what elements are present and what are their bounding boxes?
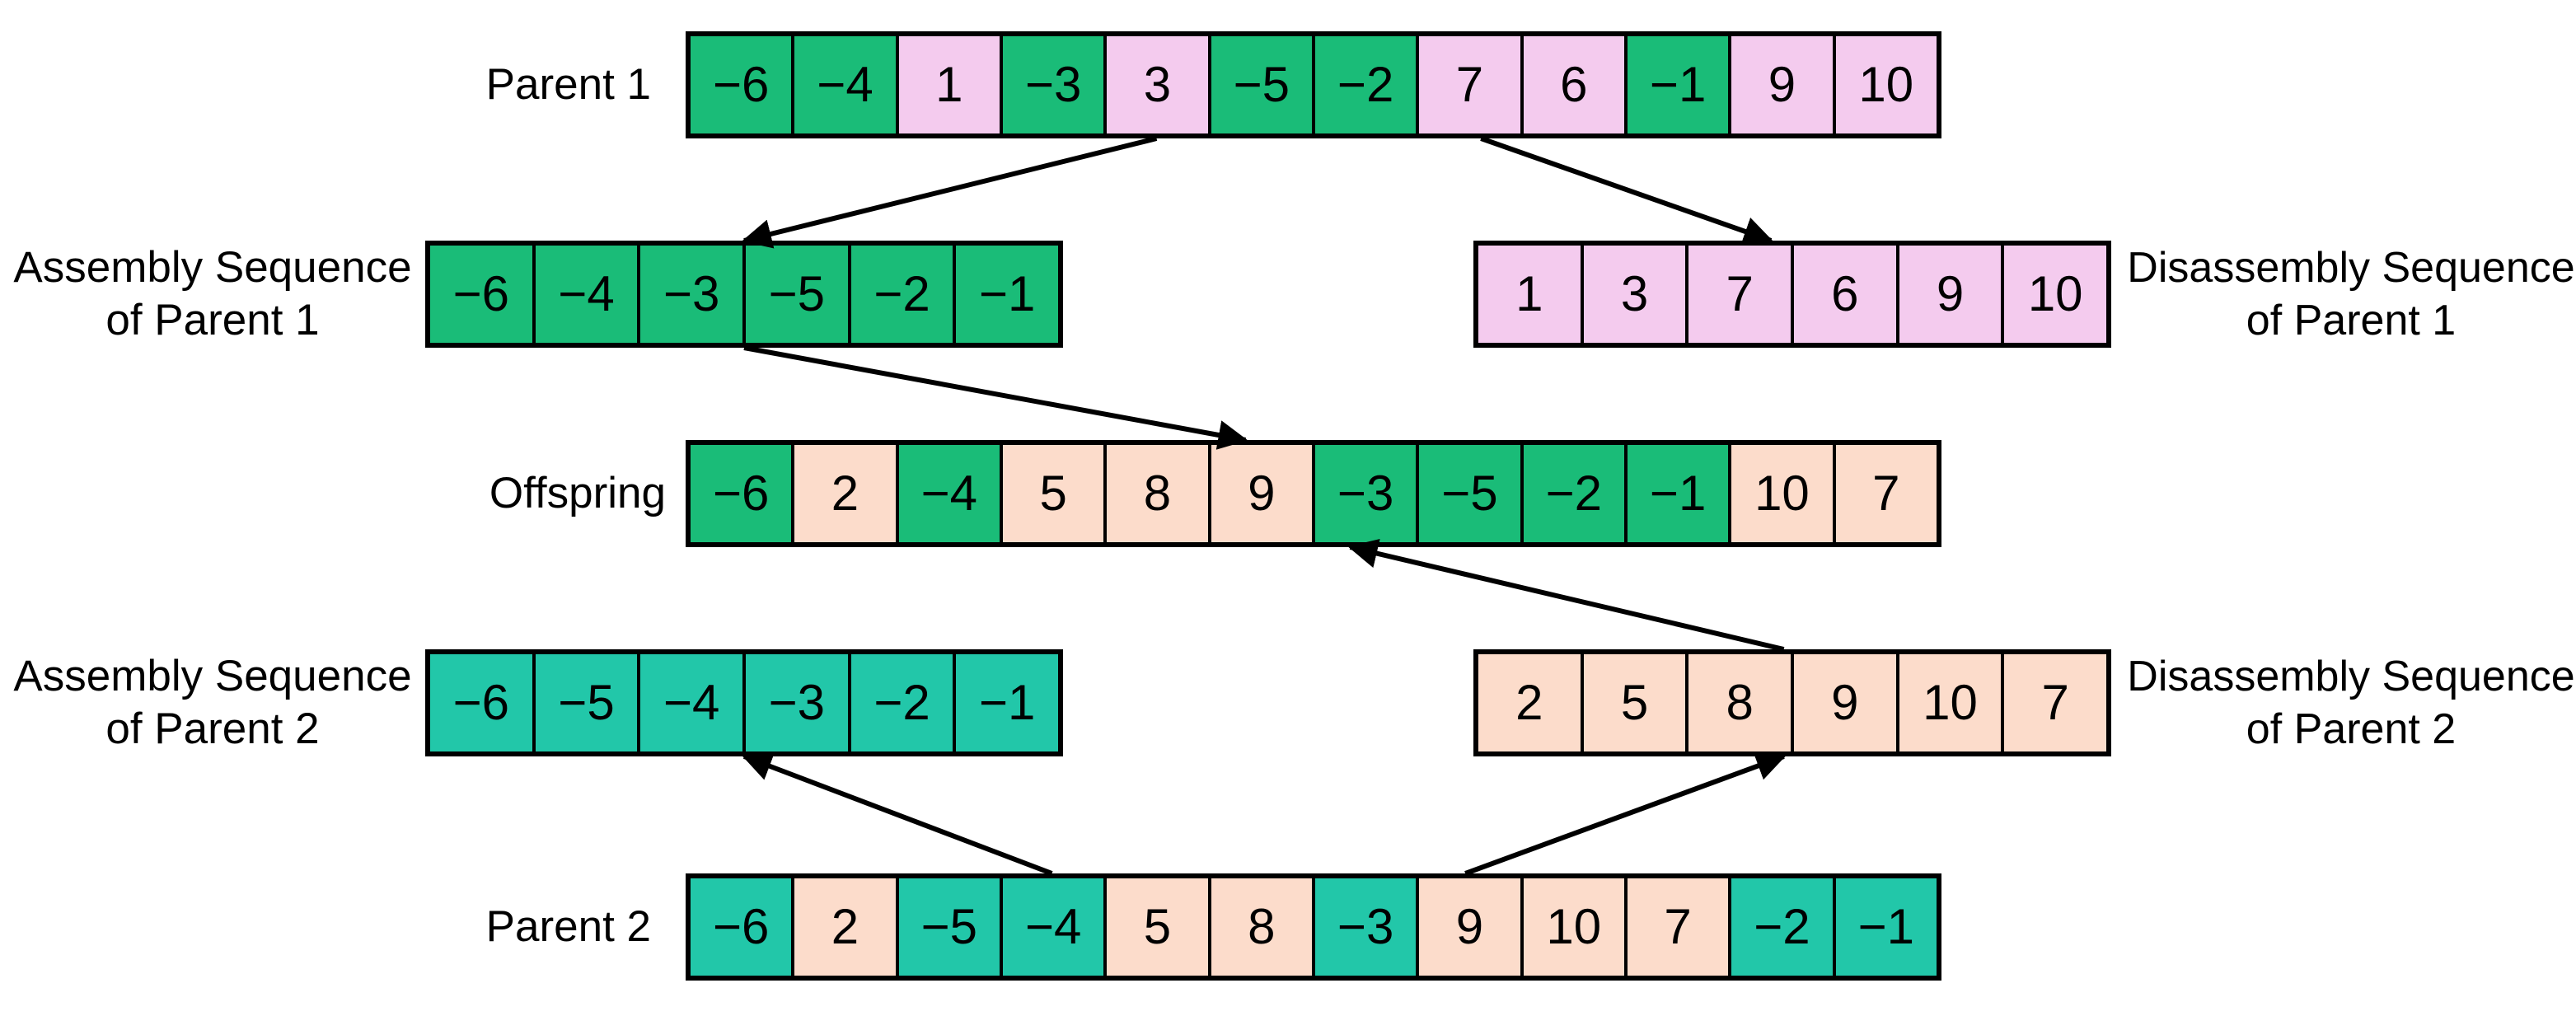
sequence-cell-parent1-5: −5 [1211,36,1315,133]
sequence-cell-parent2-7: 9 [1419,878,1524,976]
sequence-cell-parent2-6: −3 [1314,878,1420,976]
sequence-cell-assembly2-4: −2 [850,654,957,751]
sequence-cell-offspring-3: 5 [1002,445,1108,542]
sequence-cell-parent1-9: −1 [1627,36,1732,133]
sequence-cell-parent2-10: −2 [1731,878,1836,976]
sequence-cell-assembly2-3: −3 [746,654,851,751]
sequence-cell-parent1-8: 6 [1523,36,1628,133]
sequence-cell-assembly2-0: −6 [430,654,536,751]
sequence-cell-offspring-4: 8 [1107,445,1211,542]
sequence-cell-disassembly1-5: 10 [2004,246,2107,343]
sequence-cell-offspring-9: −1 [1627,445,1732,542]
label-parent1: Parent 1 [485,60,651,109]
label-offspring: Offspring [489,469,666,517]
sequence-cell-assembly1-5: −1 [956,246,1059,343]
sequence-cell-offspring-7: −5 [1419,445,1524,542]
sequence-cell-disassembly2-2: 8 [1688,654,1795,751]
sequence-cell-offspring-11: 7 [1835,445,1937,542]
sequence-cell-disassembly1-3: 6 [1794,246,1899,343]
sequence-cell-offspring-1: 2 [794,445,899,542]
sequence-cell-parent1-6: −2 [1314,36,1420,133]
sequence-cell-parent1-0: −6 [691,36,795,133]
sequence-cell-offspring-2: −4 [898,445,1003,542]
sequence-cell-parent2-8: 10 [1523,878,1628,976]
sequence-cell-parent2-3: −4 [1002,878,1108,976]
sequence-cell-parent1-3: −3 [1002,36,1108,133]
sequence-cell-disassembly2-5: 7 [2004,654,2107,751]
sequence-cell-offspring-0: −6 [691,445,795,542]
sequence-cell-offspring-5: 9 [1211,445,1315,542]
sequence-row-assembly-parent1: −6−4−3−5−2−1 [425,241,1063,348]
sequence-cell-parent2-0: −6 [691,878,795,976]
arrow-parent2-to-assembly2 [742,751,1053,876]
sequence-cell-parent1-1: −4 [794,36,899,133]
sequence-cell-assembly1-0: −6 [430,246,536,343]
sequence-cell-offspring-10: 10 [1731,445,1836,542]
sequence-cell-parent2-4: 5 [1107,878,1211,976]
sequence-cell-parent1-10: 9 [1731,36,1836,133]
sequence-cell-parent1-4: 3 [1107,36,1211,133]
sequence-cell-parent1-2: 1 [898,36,1003,133]
sequence-cell-parent2-9: 7 [1627,878,1732,976]
sequence-cell-parent2-5: 8 [1211,878,1315,976]
arrow-disassembly2-to-offspring [1347,539,1785,652]
sequence-cell-parent2-2: −5 [898,878,1003,976]
sequence-cell-parent2-1: 2 [794,878,899,976]
sequence-cell-disassembly1-0: 1 [1478,246,1584,343]
sequence-cell-disassembly2-4: 10 [1899,654,2005,751]
label-parent2: Parent 2 [485,902,651,951]
sequence-cell-disassembly2-1: 5 [1583,654,1689,751]
sequence-cell-parent2-11: −1 [1835,878,1937,976]
sequence-cell-offspring-6: −3 [1314,445,1420,542]
sequence-cell-assembly1-4: −2 [850,246,957,343]
sequence-cell-parent1-11: 10 [1835,36,1937,133]
sequence-cell-assembly2-1: −5 [535,654,641,751]
sequence-cell-assembly1-2: −3 [640,246,747,343]
sequence-cell-assembly1-1: −4 [535,246,641,343]
arrow-parent2-to-disassembly2 [1464,751,1787,876]
sequence-cell-assembly2-2: −4 [640,654,747,751]
sequence-cell-parent1-7: 7 [1419,36,1524,133]
sequence-cell-assembly2-5: −1 [956,654,1059,751]
sequence-cell-disassembly1-1: 3 [1583,246,1689,343]
arrow-parent1-to-assembly1 [742,136,1158,249]
sequence-cell-disassembly2-0: 2 [1478,654,1584,751]
sequence-cell-offspring-8: −2 [1523,445,1628,542]
arrow-assembly1-to-offspring [743,345,1248,450]
sequence-cell-disassembly1-4: 9 [1899,246,2005,343]
sequence-cell-disassembly1-2: 7 [1688,246,1795,343]
sequence-cell-assembly1-3: −5 [746,246,851,343]
arrow-parent1-to-disassembly1 [1480,136,1774,246]
sequence-cell-disassembly2-3: 9 [1794,654,1899,751]
